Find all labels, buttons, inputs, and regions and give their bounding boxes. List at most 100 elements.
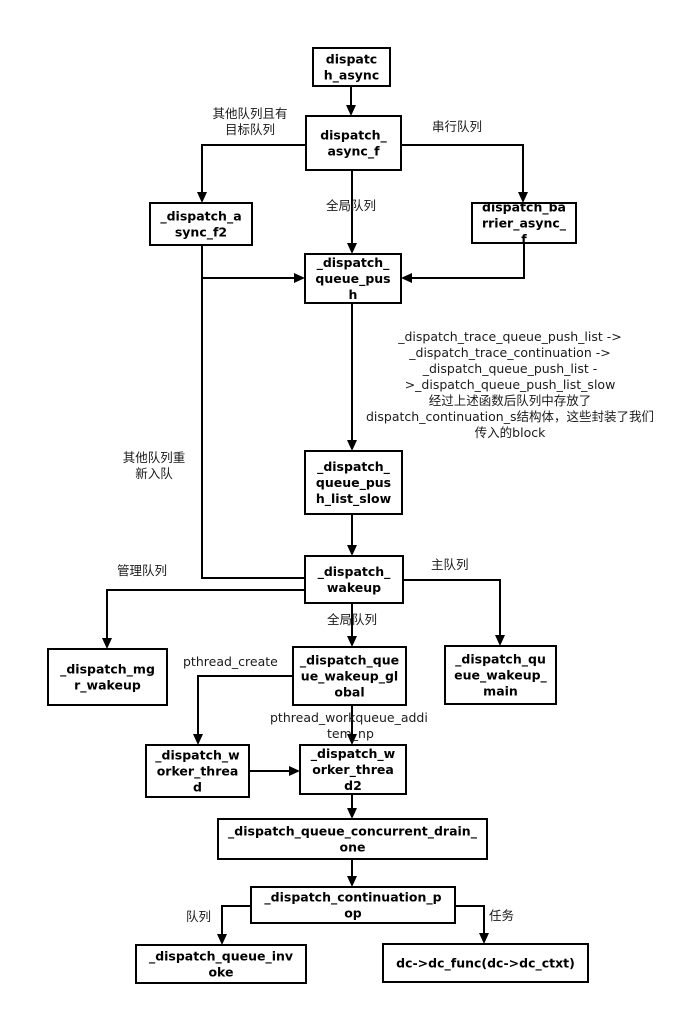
label-queue-branch: 队列 xyxy=(186,909,211,924)
node-dispatch-continuation-pop: _dispatch_continuation_pop xyxy=(250,886,456,924)
label-line: 经过上述函数后队列中存放了 xyxy=(429,393,592,408)
node-label-line: _dispatch_qu xyxy=(455,652,546,668)
arrow-head xyxy=(347,440,357,451)
arrow-head xyxy=(347,734,357,745)
label-main-queue: 主队列 xyxy=(431,557,469,572)
arrow-head xyxy=(518,192,528,203)
label-pthread-create: pthread_create xyxy=(183,654,278,669)
node-label-line: dc->dc_func(dc->dc_ctxt) xyxy=(396,956,575,972)
arrow-head xyxy=(479,933,489,944)
node-label-line: sync_f2 xyxy=(175,225,227,241)
arrow-head xyxy=(347,243,357,254)
edge-line xyxy=(455,905,485,935)
edge-worker2-to-drain xyxy=(347,794,357,819)
node-label-line: h xyxy=(349,287,358,302)
arrow-head xyxy=(289,766,300,776)
node-label-line: queue_pus xyxy=(316,475,391,491)
edge-line xyxy=(221,905,251,936)
node-box xyxy=(292,646,407,706)
node-label-line: _dispatch_w xyxy=(155,748,240,764)
node-box xyxy=(304,450,403,515)
node-label-line: _dispatch_continuation_p xyxy=(264,890,441,906)
node-label-line: dispatc xyxy=(326,52,377,67)
node-label-line: d xyxy=(193,780,202,795)
label-line: >_dispatch_queue_push_list_slow xyxy=(405,377,616,392)
node-label-line: queue_pus xyxy=(315,271,390,287)
node-label-line: h_list_slow xyxy=(316,491,392,507)
node-box xyxy=(444,645,557,705)
node-label-line: orker_threa xyxy=(157,764,239,780)
arrow-head xyxy=(217,934,227,945)
node-label-line: rrier_async_ xyxy=(482,216,567,232)
label-line: 全局队列 xyxy=(327,612,377,627)
edge-line xyxy=(197,675,293,736)
edge-global-to-worker2 xyxy=(347,705,357,745)
edge-line xyxy=(401,144,524,194)
edge-pop-to-dc-func xyxy=(455,905,489,944)
node-dispatch-async-f: dispatch_async_f xyxy=(305,115,402,171)
arrow-head xyxy=(347,636,357,647)
arrow-head xyxy=(347,545,357,556)
edge-line xyxy=(403,579,501,637)
node-label-line: h_async xyxy=(324,68,379,84)
node-label-line: wakeup xyxy=(327,580,381,595)
label-line: tem_np xyxy=(327,726,374,741)
node-dispatch-queue-wakeup-main: _dispatch_queue_wakeup_main xyxy=(444,645,557,705)
arrow-head xyxy=(347,808,357,819)
edge-worker-to-worker2 xyxy=(249,766,300,776)
label-global-queue-1: 全局队列 xyxy=(326,198,376,213)
node-box xyxy=(145,744,250,798)
edge-async-f-to-barrier xyxy=(401,144,528,203)
label-line: _dispatch_trace_queue_push_list -> xyxy=(397,329,622,344)
label-line: 其他队列且有 xyxy=(212,106,287,121)
edge-line xyxy=(106,589,305,640)
node-dc-func: dc->dc_func(dc->dc_ctxt) xyxy=(382,943,589,983)
node-label-line: _dispatch_a xyxy=(160,209,241,225)
node-label-line: op xyxy=(344,906,362,921)
label-manager-queue: 管理队列 xyxy=(117,563,167,578)
node-dispatch-mgr-wakeup: _dispatch_mgr_wakeup xyxy=(47,648,168,706)
edge-drain-to-pop xyxy=(347,859,357,887)
label-line: 主队列 xyxy=(431,557,469,572)
edge-list-slow-to-wakeup xyxy=(347,514,357,556)
edge-async-f-to-queue-push xyxy=(347,170,357,254)
node-dispatch-wakeup: _dispatch_wakeup xyxy=(304,555,404,604)
edge-async-f2-to-queue-push xyxy=(201,245,305,283)
label-line: dispatch_continuation_s结构体，这些封装了我们 xyxy=(366,409,654,424)
label-line: 管理队列 xyxy=(117,563,167,578)
node-label-line: _dispatch_queue_inv xyxy=(149,949,293,965)
node-box xyxy=(305,115,402,171)
node-label-line: r_wakeup xyxy=(74,678,141,694)
label-line: 队列 xyxy=(186,909,211,924)
node-label-line: obal xyxy=(334,685,364,700)
arrow-head xyxy=(197,192,207,203)
node-dispatch-queue-concurrent-drain-one: _dispatch_queue_concurrent_drain_one xyxy=(217,818,488,860)
label-serial-queue: 串行队列 xyxy=(432,119,482,134)
node-label-line: dispatch_ba xyxy=(482,200,566,216)
node-label-line: _dispatch_w xyxy=(311,746,396,762)
node-label-line: orker_threa xyxy=(312,762,394,778)
node-label-line: dispatch_ xyxy=(320,128,387,144)
edge-line xyxy=(201,278,305,579)
node-label-line: oke xyxy=(208,965,233,980)
node-dispatch-queue-push: _dispatch_queue_push xyxy=(304,253,402,304)
label-task-branch: 任务 xyxy=(489,908,514,923)
node-label-line: main xyxy=(483,684,518,699)
edge-global-to-worker xyxy=(193,675,293,745)
node-label-line: ue_wakeup_gl xyxy=(301,669,398,685)
edge-line xyxy=(201,245,296,279)
node-box xyxy=(47,648,168,706)
label-global-queue-2: 全局队列 xyxy=(327,612,377,627)
node-label-line: one xyxy=(340,840,366,855)
edge-pop-to-invoke xyxy=(217,905,251,945)
node-dispatch-async-f2: _dispatch_async_f2 xyxy=(149,202,253,246)
label-line: 串行队列 xyxy=(432,119,482,134)
node-label-line: _dispatch_mg xyxy=(60,662,155,678)
node-label-line: _dispatch_que xyxy=(300,653,399,669)
